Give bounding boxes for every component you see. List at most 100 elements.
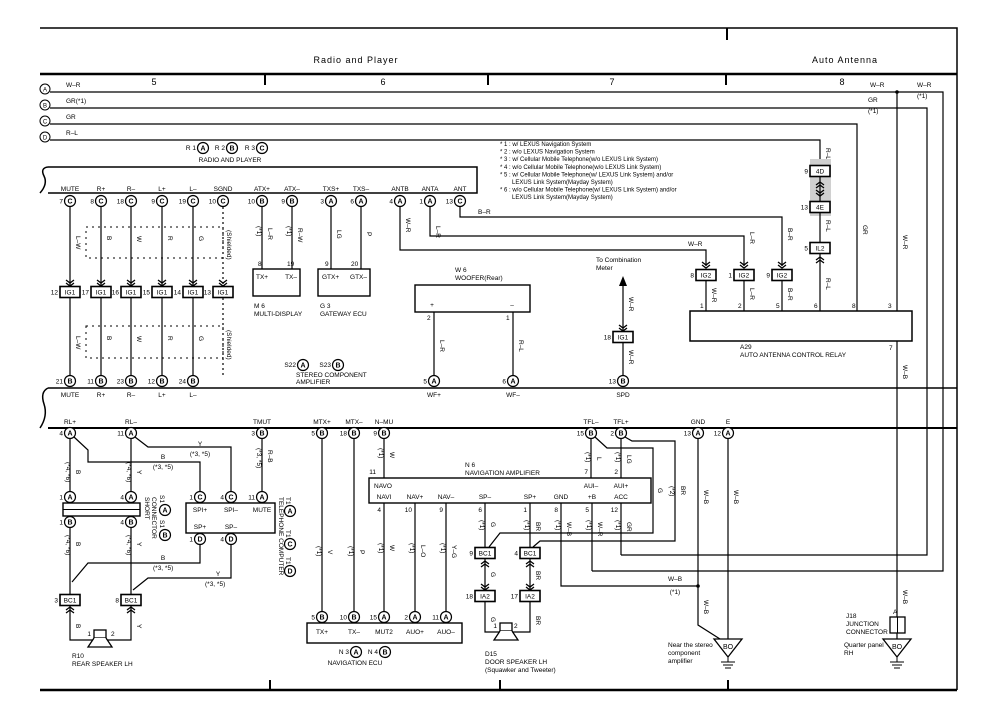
pin-number: 6 [814, 303, 818, 310]
junction-code: IG2 [739, 273, 750, 280]
wire-label: (*4, *6) [64, 462, 71, 482]
wire [399, 207, 707, 266]
chevron-icon [701, 264, 711, 269]
junction-code: BC1 [479, 551, 492, 558]
shield-label: (Shielded) [225, 330, 232, 360]
pin-label: R+ [97, 186, 106, 193]
amplifier-box-break [39, 387, 49, 429]
pin-number: 5 [804, 246, 808, 253]
pin-number: 4 [514, 551, 518, 558]
connector-pin [255, 490, 269, 504]
pin-label: E [726, 419, 731, 426]
wire-label: R [166, 336, 173, 341]
pin-number: 10 [405, 507, 413, 514]
speaker-icon [93, 629, 107, 639]
bus-wire-color: GR(*1) [66, 98, 86, 105]
pin-connector-letter: B [190, 379, 195, 386]
wire-label: 20 [351, 261, 359, 268]
pin-connector-letter: C [159, 199, 164, 206]
wire-label: W–B [565, 522, 572, 536]
pin-label: RL– [125, 419, 137, 426]
chevron-icon [815, 192, 825, 197]
wire-label: Y–G [450, 545, 457, 558]
pin-number: A [893, 609, 898, 616]
pin-number: 8 [90, 199, 94, 206]
chevron-icon [739, 261, 749, 266]
pin-connector-letter: B [335, 363, 340, 370]
component-name: TELEPHONE COMPUTER [277, 497, 284, 576]
pin-label: WF– [506, 392, 520, 399]
pin-connector-letter: C [228, 495, 233, 502]
wire-bus-a [50, 91, 944, 572]
pin-connector-letter: A [67, 431, 72, 438]
wire-label: LG [335, 230, 342, 239]
pin-connector-letter: C [190, 199, 195, 206]
wire-label: – [510, 302, 514, 309]
bc1-connector [519, 546, 541, 560]
pin-connector-letter: C [220, 199, 225, 206]
wire-label: B–R [786, 288, 793, 301]
pin-connector-letter: B [259, 199, 264, 206]
wire-label: W [135, 336, 142, 343]
wire-label: W–R [710, 288, 717, 303]
pin-connector-letter: B [618, 431, 623, 438]
bus-id: A [43, 88, 47, 94]
connector-pin [124, 194, 138, 208]
pin-label: AUO+ [406, 629, 424, 636]
pin-label: TFL– [583, 419, 599, 426]
wire-label: B [74, 542, 81, 546]
pin-connector-letter: D [197, 537, 202, 544]
connector-pin [124, 426, 138, 440]
pin-number: 10 [340, 615, 348, 622]
wire-label: W–R [917, 82, 932, 89]
pin-connector-letter: A [300, 363, 305, 370]
wire-label: 2 [111, 631, 115, 638]
pin-connector-letter: B [67, 379, 72, 386]
pin-number: 4 [220, 537, 224, 544]
pin-number: 1 [728, 273, 732, 280]
connector-pin [439, 610, 453, 624]
wire-label: P [358, 550, 365, 554]
bus-terminal [39, 115, 51, 127]
wire-label: B–R [786, 228, 793, 241]
junction-code: IG1 [157, 290, 168, 297]
footnote: LEXUS Link System(Mayday System) [512, 180, 613, 186]
pin-label: R– [127, 392, 136, 399]
wire-label: (*3, *5) [153, 565, 173, 572]
column-number: 5 [151, 77, 156, 87]
component-name: WOOFER(Rear) [455, 275, 503, 282]
connector-pin [377, 426, 391, 440]
connector-code: S22 [284, 362, 296, 369]
ig2-connector [695, 268, 717, 282]
pin-number: 9 [281, 199, 285, 206]
connector-pin [186, 194, 200, 208]
connector-pin [193, 532, 207, 546]
wire-label: W–B [732, 490, 739, 504]
ground-location: RH [844, 650, 854, 657]
pin-label: L– [189, 186, 197, 193]
wire-label: (*1) [439, 543, 446, 553]
wire [106, 606, 132, 641]
wire [69, 606, 94, 641]
frame [40, 27, 958, 690]
wire-label: 1 [493, 623, 497, 630]
pin-connector-letter: A [381, 615, 386, 622]
speaker-cone-icon [86, 637, 114, 648]
ig1-connector [151, 285, 173, 299]
wire-label: (*1) [347, 546, 354, 556]
auto-antenna-relay-box [689, 310, 913, 342]
wire-label: + [430, 302, 434, 309]
pin-connector-letter: A [431, 379, 436, 386]
chevron-icon [480, 583, 490, 588]
connector-pin [393, 194, 407, 208]
wire-label: (*4, *6) [125, 462, 132, 482]
wire-label: (*1) [614, 452, 621, 462]
chevron-icon [126, 279, 136, 284]
wire-label: 1 [87, 631, 91, 638]
pin-label: MTX– [345, 419, 363, 426]
pin-number: 3 [251, 431, 255, 438]
connector-pin [158, 528, 172, 542]
connector-pin [283, 504, 297, 518]
pin-number: 1 [59, 495, 63, 502]
telephone-computer-box [185, 502, 276, 534]
